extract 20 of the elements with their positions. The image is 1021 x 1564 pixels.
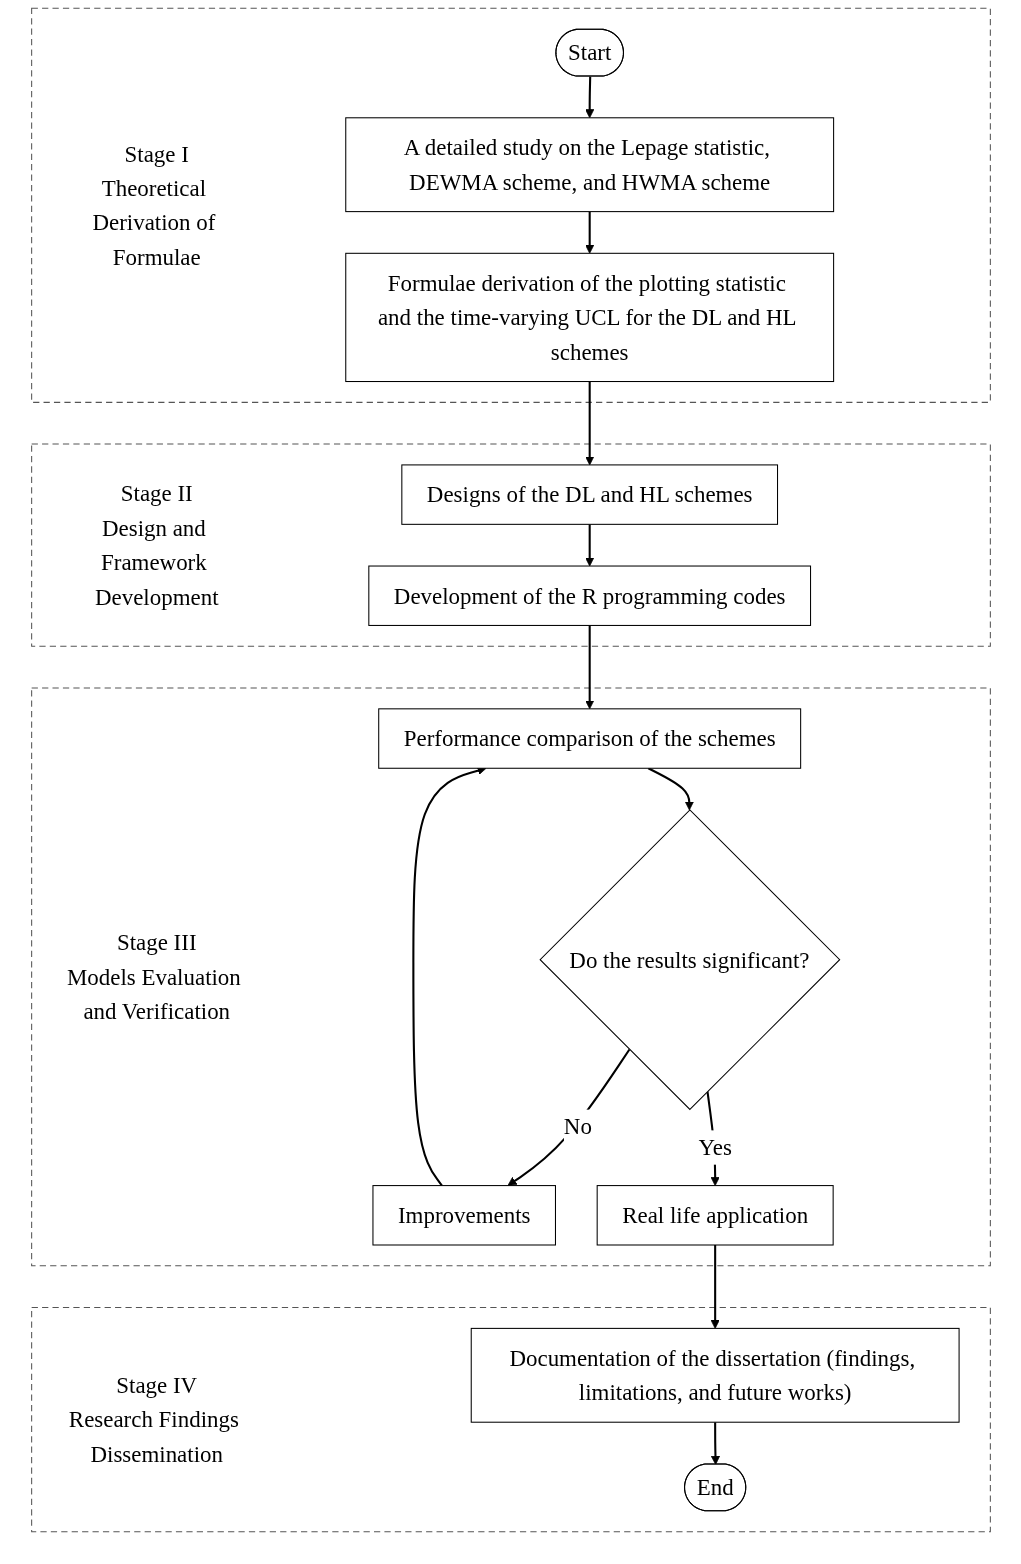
arrow <box>584 524 594 567</box>
edge-label: No <box>563 1113 592 1140</box>
node-box: Development of the R programming codes <box>367 565 811 626</box>
arrow <box>584 381 594 466</box>
arrow <box>584 211 594 254</box>
node-box: Improvements <box>371 1185 556 1246</box>
node-box: Real life application <box>596 1185 834 1246</box>
node-box: Documentation of the dissertation (findings, limitations, and future works) <box>470 1327 960 1423</box>
arrow <box>584 625 594 710</box>
arrow <box>710 1422 720 1465</box>
arrow <box>647 767 694 811</box>
edge-label: Yes <box>697 1134 732 1161</box>
arrow <box>507 1048 630 1186</box>
node-box: Designs of the DL and HL schemes <box>400 464 778 525</box>
node-box: Performance comparison of the schemes <box>377 708 801 769</box>
arrow <box>710 1245 720 1329</box>
arrow <box>584 76 594 119</box>
node-box: A detailed study on the Lepage statistic, DEWMA scheme, and HWMA scheme <box>344 117 834 213</box>
node-diamond: Do the results significant? <box>538 809 840 1111</box>
node-box: Formulae derivation of the plotting statistic and the time-varying UCL for the DL and HL schemes <box>344 252 834 383</box>
